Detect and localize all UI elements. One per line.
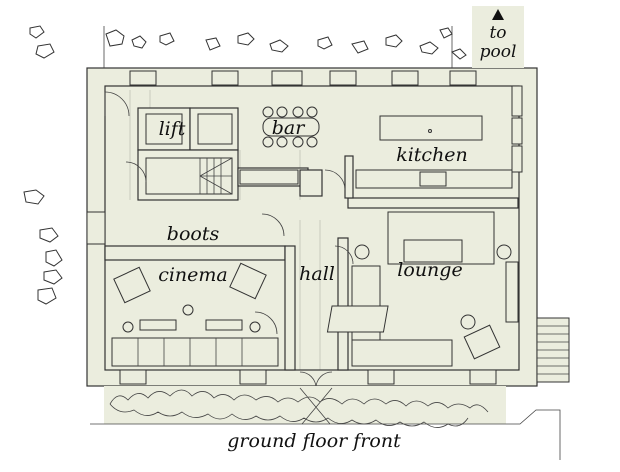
pool-sign-line2: pool — [480, 42, 517, 62]
pool-sign-line1: to — [489, 23, 506, 43]
room-labels: lift bar kitchen boots cinema hall loung… — [158, 117, 468, 286]
pool-sign: to pool — [472, 6, 524, 68]
room-label-hall: hall — [299, 263, 335, 285]
room-label-lounge: lounge — [397, 259, 462, 281]
cinema-furniture — [111, 262, 279, 367]
bar-table — [262, 106, 320, 148]
kitchen-fittings — [239, 115, 513, 189]
room-label-boots: boots — [167, 223, 220, 245]
plan-caption: ground floor front — [227, 430, 401, 452]
lounge-furniture — [326, 211, 519, 367]
stair-treads — [199, 157, 233, 195]
room-label-bar: bar — [272, 117, 306, 139]
room-label-cinema: cinema — [158, 264, 228, 286]
garden-rocks — [23, 25, 467, 305]
room-label-kitchen: kitchen — [396, 144, 468, 166]
up-triangle-icon — [492, 9, 504, 20]
windows — [86, 70, 523, 385]
outdoor-steps — [506, 317, 570, 460]
front-garden — [90, 386, 506, 428]
room-label-lift: lift — [159, 118, 186, 140]
interior-walls — [104, 107, 519, 371]
doors — [104, 91, 354, 389]
